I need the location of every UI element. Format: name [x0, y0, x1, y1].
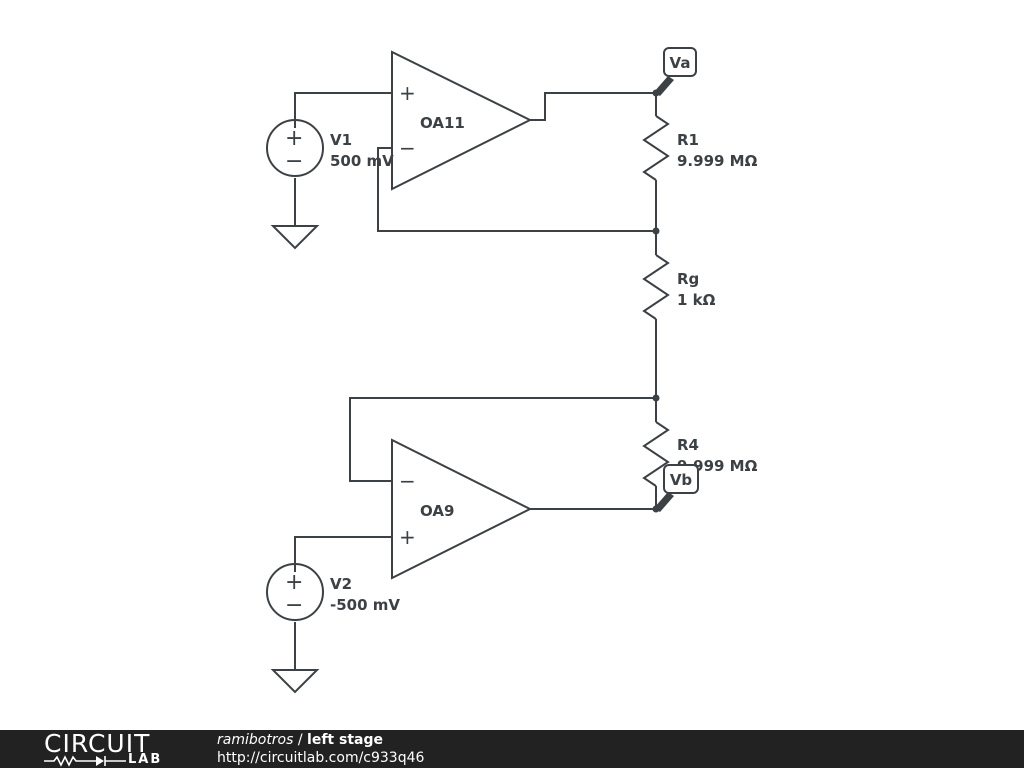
- footer-bar: CIRCUIT LAB ramibotros / left stage http…: [0, 730, 1024, 768]
- circuit-title[interactable]: left stage: [307, 732, 383, 748]
- probe-vb[interactable]: Vb: [654, 464, 699, 512]
- oa9-plus-sign: +: [399, 525, 416, 549]
- resistor-r4[interactable]: R4 9.999 MΩ: [642, 421, 758, 487]
- voltage-source-v1[interactable]: + − V1 500 mV: [266, 119, 394, 177]
- opamp-oa11[interactable]: + − OA11: [391, 50, 533, 191]
- ground-symbol-bottom: [270, 669, 320, 694]
- circuitlab-logo-icon: [44, 755, 126, 767]
- junction-rg-r4: [652, 394, 660, 402]
- oa11-minus-sign: −: [399, 136, 416, 160]
- v2-minus-sign: −: [285, 593, 303, 618]
- v2-value: -500 mV: [330, 596, 400, 614]
- v1-name: V1: [330, 131, 352, 149]
- circuitlab-logo-text: CIRCUIT: [44, 729, 151, 758]
- oa11-label: OA11: [420, 114, 465, 132]
- meta-separator: /: [293, 732, 308, 748]
- probe-vb-label: Vb: [670, 471, 693, 489]
- r1-value: 9.999 MΩ: [677, 152, 758, 170]
- probe-va[interactable]: Va: [654, 47, 697, 96]
- v1-value: 500 mV: [330, 152, 394, 170]
- r4-name: R4: [677, 436, 699, 454]
- oa9-minus-sign: −: [399, 469, 416, 493]
- wires: [294, 92, 657, 670]
- circuit-url-link[interactable]: http://circuitlab.com/c933q46: [217, 750, 425, 766]
- v2-name: V2: [330, 575, 352, 593]
- probe-va-label: Va: [670, 54, 691, 72]
- author-name[interactable]: ramibotros: [217, 732, 294, 748]
- circuit-schematic: + − OA11 − + OA9 + − V1 500 mV + − V2 -5…: [266, 47, 758, 694]
- junction-r1-rg: [652, 227, 660, 235]
- v1-minus-sign: −: [285, 149, 303, 174]
- opamp-oa9[interactable]: − + OA9: [391, 438, 533, 580]
- v1-plus-sign: +: [285, 126, 303, 151]
- oa9-label: OA9: [420, 502, 454, 520]
- rg-value: 1 kΩ: [677, 291, 716, 309]
- circuit-meta: ramibotros / left stage: [217, 732, 383, 749]
- r1-name: R1: [677, 131, 699, 149]
- rg-name: Rg: [677, 270, 699, 288]
- oa11-plus-sign: +: [399, 81, 416, 105]
- voltage-source-v2[interactable]: + − V2 -500 mV: [266, 563, 400, 621]
- circuitlab-logo-sub: LAB: [128, 752, 163, 767]
- ground-symbol-top: [270, 225, 320, 250]
- resistor-rg[interactable]: Rg 1 kΩ: [642, 254, 716, 320]
- resistor-r1[interactable]: R1 9.999 MΩ: [642, 115, 758, 181]
- v2-plus-sign: +: [285, 570, 303, 595]
